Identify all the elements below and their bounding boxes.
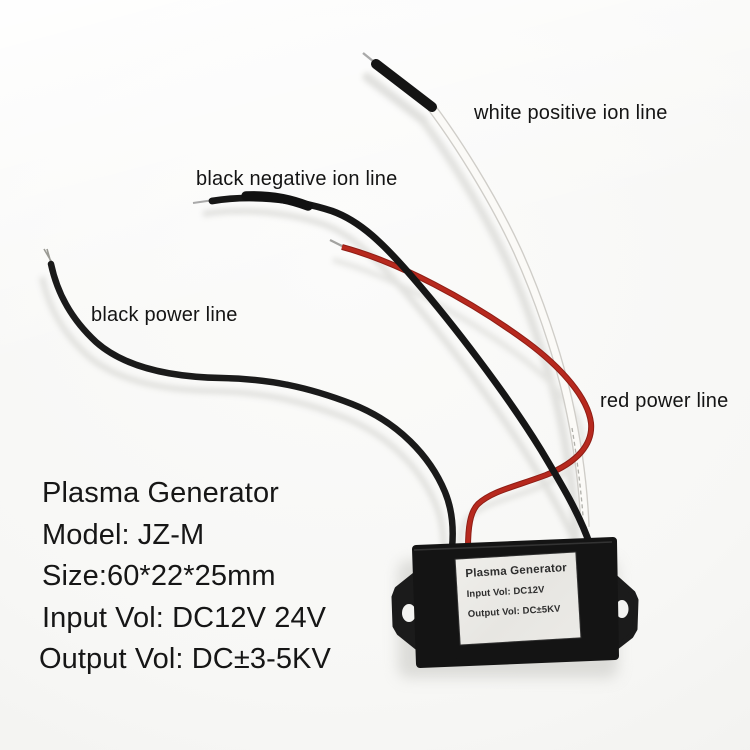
spec-model: Model: JZ-M — [42, 518, 205, 551]
spec-input-voltage: Input Vol: DC12V 24V — [42, 601, 327, 634]
wire-print-marks — [571, 427, 584, 517]
negative-wire-sleeve — [241, 191, 313, 211]
label-black-power-line: black power line — [91, 304, 238, 326]
white-wire-black-sleeve — [371, 59, 437, 112]
label-black-negative-ion-line: black negative ion line — [196, 168, 398, 190]
red-wire-pin — [329, 239, 345, 248]
device-left-mount-hole — [402, 604, 416, 622]
device-top-edge-highlight — [413, 541, 613, 551]
spec-title: Plasma Generator — [42, 477, 279, 509]
sticker-output-voltage: Output Vol: DC±5KV — [467, 603, 561, 620]
device-label-sticker: Plasma Generator Input Vol: DC12V Output… — [455, 552, 581, 645]
device-right-mount-hole — [615, 600, 629, 618]
spec-size: Size:60*22*25mm — [42, 560, 276, 592]
spec-output-voltage: Output Vol: DC±3-5KV — [39, 643, 331, 675]
spec-block: Plasma Generator Model: JZ-M Size:60*22*… — [39, 473, 331, 681]
wire-black-negative-ion — [192, 191, 594, 549]
label-red-power-line: red power line — [600, 390, 729, 412]
sticker-title: Plasma Generator — [465, 562, 568, 581]
label-white-positive-ion-line: white positive ion line — [474, 102, 668, 124]
wire-black-power — [43, 248, 456, 552]
sticker-input-voltage: Input Vol: DC12V — [466, 584, 545, 601]
wire-red-power — [329, 239, 595, 549]
